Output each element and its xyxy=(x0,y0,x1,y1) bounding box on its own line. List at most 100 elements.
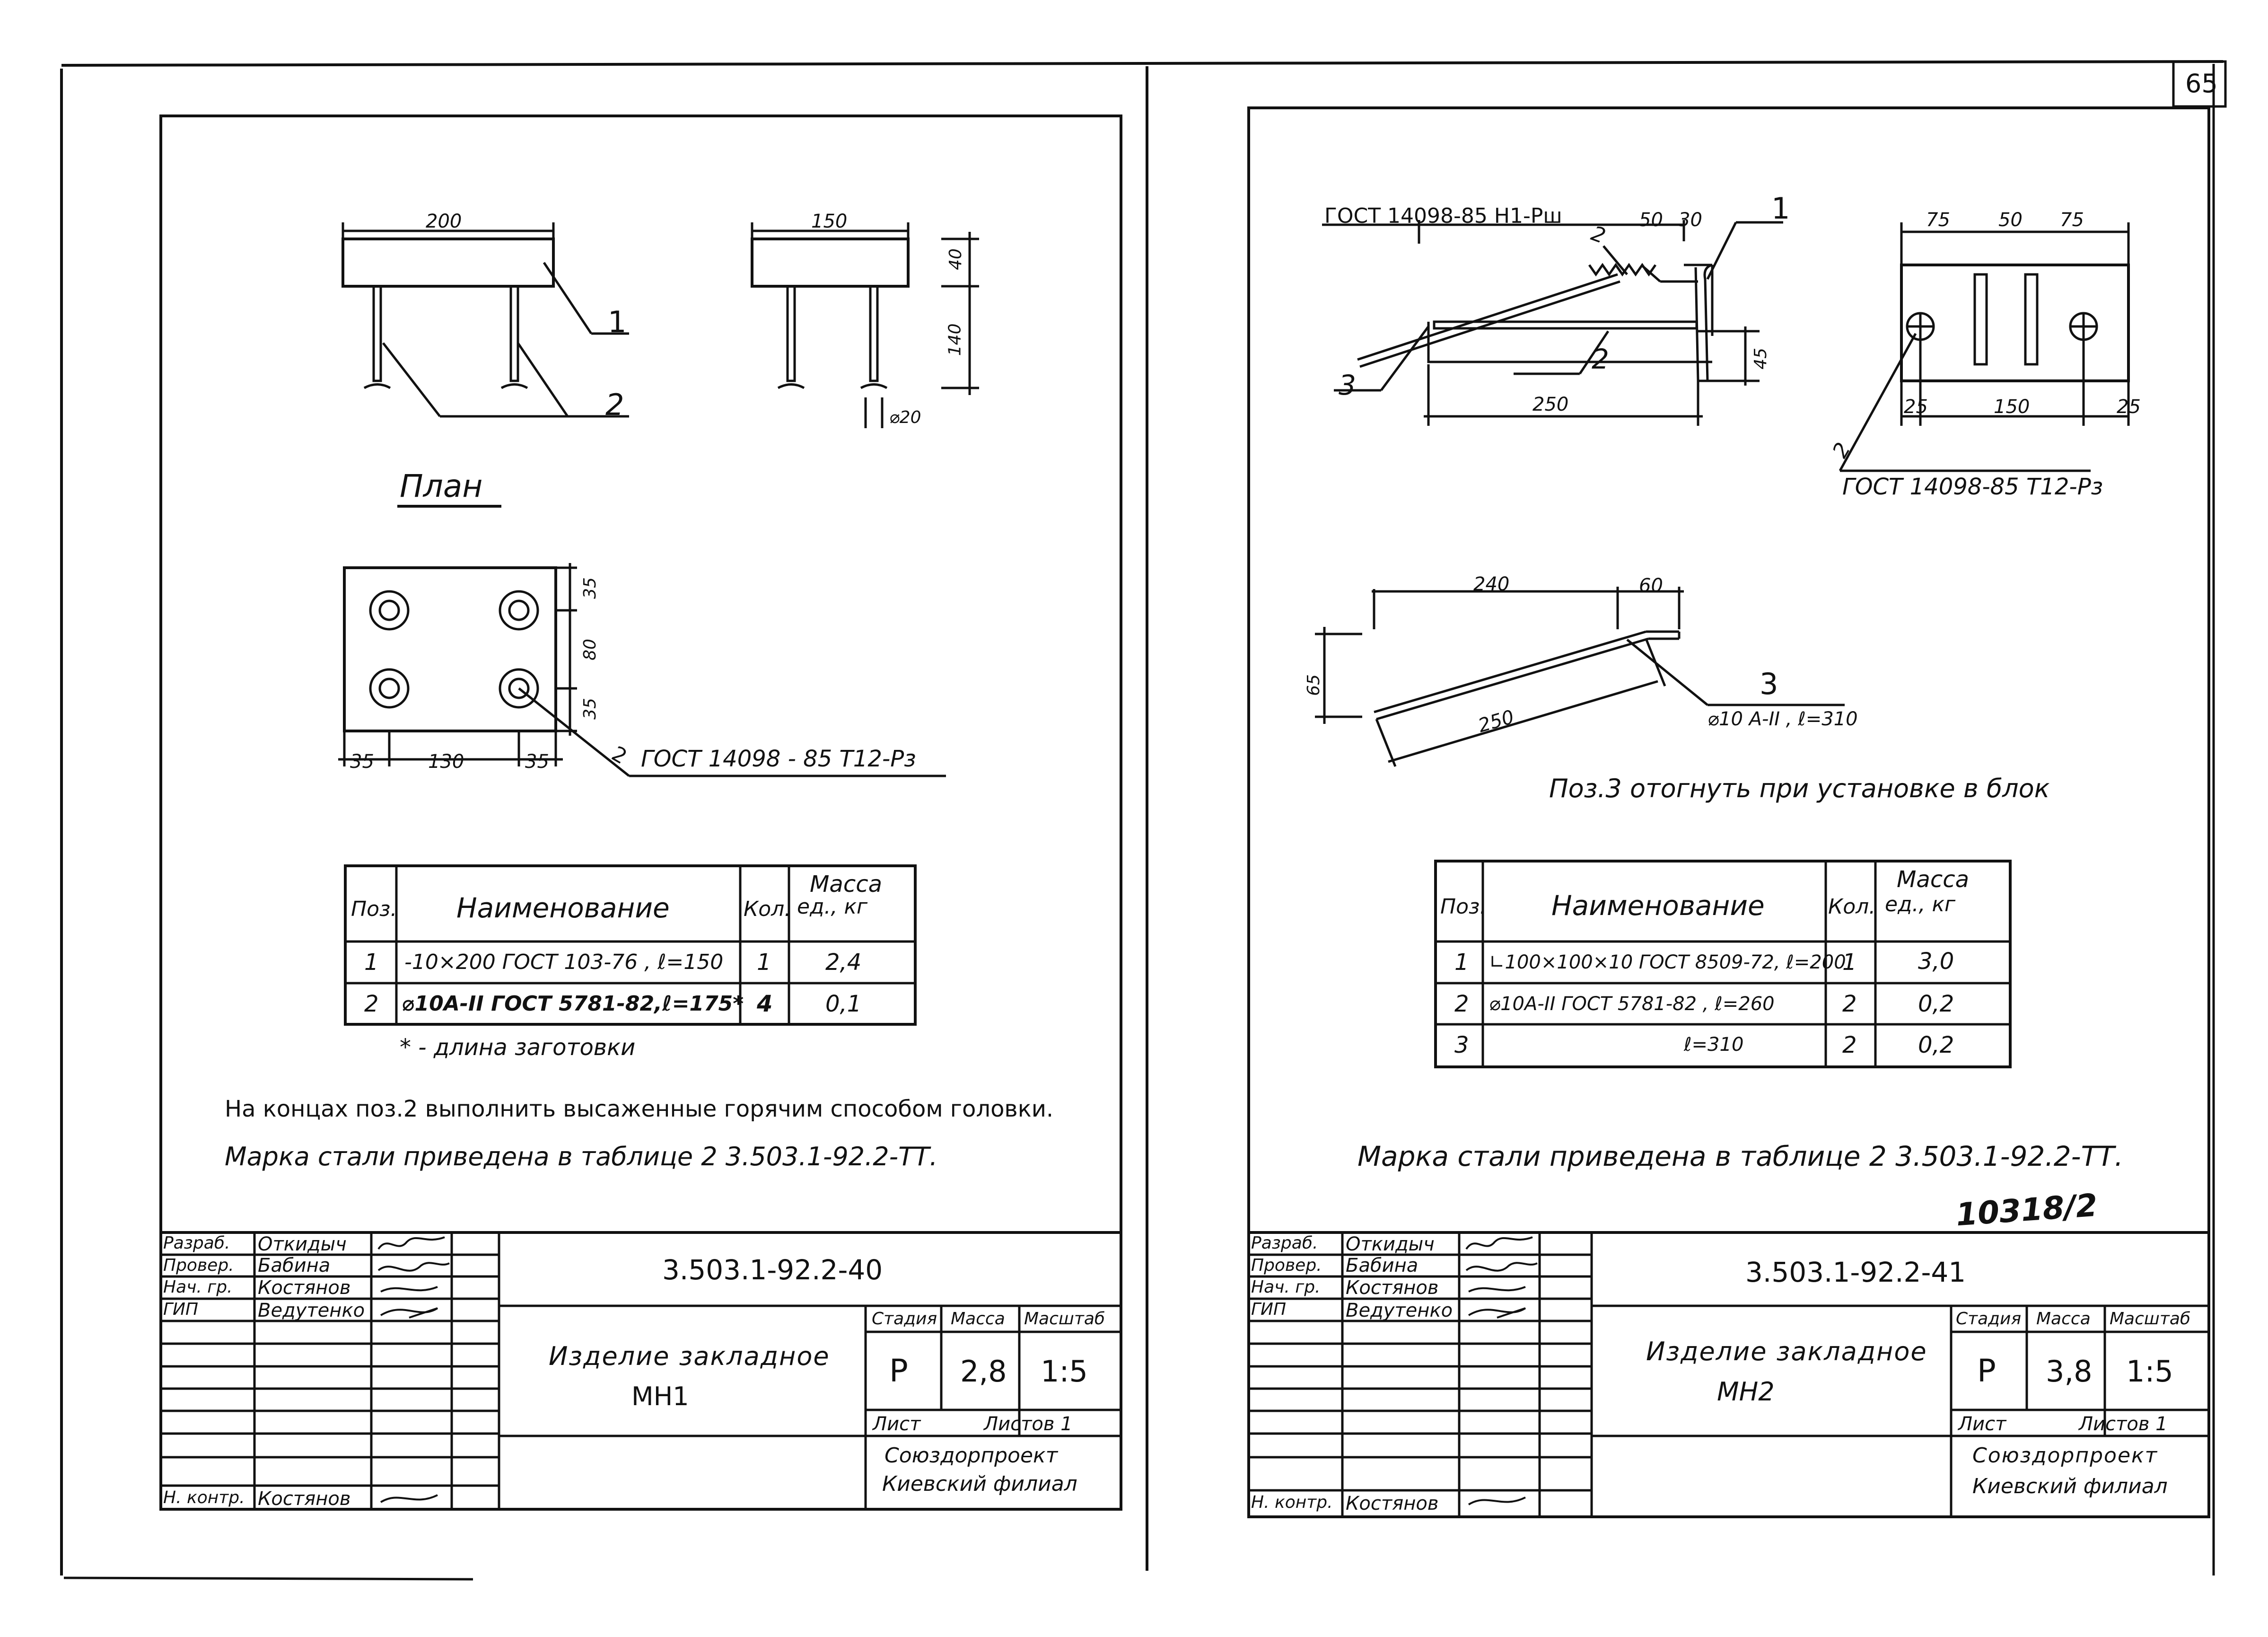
tb-mass-label: Масса xyxy=(951,1309,1005,1329)
spec-header-pos: Поз. xyxy=(1440,895,1487,919)
tb-scale-label: Масштаб xyxy=(2110,1309,2191,1329)
tb-branch: Киевский филиал xyxy=(1972,1474,2168,1498)
dim-50-middle: 50 xyxy=(1998,209,2023,231)
plan-gost-label: ГОСТ 14098 - 85 Т12-Рз xyxy=(641,746,916,772)
tb-scale-value: 1:5 xyxy=(2126,1354,2173,1389)
dim-60: 60 xyxy=(1639,575,1663,597)
spec-row-1-pos: 1 xyxy=(1454,949,1469,976)
tb-role-norm-control: Н. контр. xyxy=(1251,1493,1333,1512)
tb-role-group-head: Нач. гр. xyxy=(163,1277,233,1297)
tb-scale-value: 1:5 xyxy=(1041,1354,1088,1389)
spec-row-3-mass: 0,2 xyxy=(1918,1032,1954,1058)
spec-header-name: Наименование xyxy=(1551,889,1765,922)
page-number: 65 xyxy=(2185,69,2218,98)
tb-sheets-label: Листов 1 xyxy=(2079,1413,2168,1435)
tb-branch: Киевский филиал xyxy=(882,1472,1077,1496)
tb-role-group-head: Нач. гр. xyxy=(1251,1277,1321,1297)
dim-plan-35-right: 35 xyxy=(525,751,549,773)
tb-name-checker: Бабина xyxy=(1346,1255,1419,1276)
spec-header-qty: Кол. xyxy=(1828,895,1876,919)
spec-footnote: * - длина заготовки xyxy=(400,1034,636,1061)
note-steel-grade: Марка стали приведена в таблице 2 3.503.… xyxy=(225,1142,938,1171)
tb-title-line1: Изделие закладное xyxy=(1646,1337,1927,1366)
handwritten-number: 10318/2 xyxy=(1954,1187,2099,1233)
tb-name-norm-control: Костянов xyxy=(258,1488,351,1510)
note-heads: На концах поз.2 выполнить высаженные гор… xyxy=(225,1096,1054,1122)
spec-row-3-name: ℓ=310 xyxy=(1684,1034,1744,1056)
spec-row-2-mass: 0,1 xyxy=(825,991,862,1017)
tb-name-chief-engineer: Ведутенко xyxy=(1346,1300,1453,1321)
tb-document-code: 3.503.1-92.2-41 xyxy=(1745,1256,1966,1288)
dim-diameter-20: ⌀20 xyxy=(889,408,921,427)
spec-row-2-mass: 0,2 xyxy=(1918,991,1954,1017)
dim-plan-130: 130 xyxy=(428,751,464,773)
dim-plan-80: 80 xyxy=(580,639,600,660)
spec-row-1-qty: 1 xyxy=(757,949,771,976)
bend-note: Поз.3 отогнуть при установке в блок xyxy=(1549,774,2050,803)
dim-width-200: 200 xyxy=(426,211,462,232)
dim-45: 45 xyxy=(1751,348,1770,370)
spec-header-mass: Масса xyxy=(1897,866,1970,893)
tb-document-code: 3.503.1-92.2-40 xyxy=(662,1254,883,1286)
tb-stage-value: Р xyxy=(1977,1353,1996,1389)
spec-header-pos: Поз. xyxy=(351,897,397,921)
dim-30: 30 xyxy=(1678,209,1702,231)
tb-sheet-label: Лист xyxy=(1958,1413,2006,1435)
tb-stage-label: Стадия xyxy=(872,1309,937,1329)
tb-stage-label: Стадия xyxy=(1956,1309,2022,1329)
spec-row-1-name: ∟100×100×10 ГОСТ 8509-72, ℓ=200 xyxy=(1489,951,1846,973)
detail-bar-spec: ⌀10 А-II , ℓ=310 xyxy=(1708,708,1858,730)
tb-title-line2: МН1 xyxy=(631,1382,689,1411)
dim-50: 50 xyxy=(1639,209,1663,231)
dim-plan-35-top: 35 xyxy=(580,577,600,599)
spec-row-2-name: ⌀10А-II ГОСТ 5781-82,ℓ=175* xyxy=(402,992,744,1016)
tb-role-checker: Провер. xyxy=(163,1256,234,1275)
tb-role-norm-control: Н. контр. xyxy=(163,1488,245,1507)
dim-plan-35-left: 35 xyxy=(350,751,374,773)
tb-name-checker: Бабина xyxy=(258,1255,331,1276)
spec-header-name: Наименование xyxy=(456,892,670,924)
spec-row-1-mass: 2,4 xyxy=(825,949,862,976)
tb-role-chief-engineer: ГИП xyxy=(1251,1300,1287,1319)
callout-bar-3: 3 xyxy=(1339,369,1356,401)
spec-row-1-qty: 1 xyxy=(1842,949,1857,976)
tb-sheets-label: Листов 1 xyxy=(984,1413,1073,1435)
dim-240: 240 xyxy=(1473,573,1510,595)
plan-title: План xyxy=(400,468,483,504)
dim-height-140: 140 xyxy=(945,323,965,356)
tb-stage-value: Р xyxy=(889,1353,908,1389)
spec-row-1-name: -10×200 ГОСТ 103-76 , ℓ=150 xyxy=(404,950,724,974)
callout-bar-2: 2 xyxy=(1592,343,1609,375)
tb-role-developer: Разраб. xyxy=(1251,1233,1318,1253)
tb-scale-label: Масштаб xyxy=(1024,1309,1105,1329)
tb-sheet-label: Лист xyxy=(873,1413,921,1435)
dim-75-left: 75 xyxy=(1926,209,1950,231)
dim-65: 65 xyxy=(1304,674,1323,696)
spec-row-1-mass: 3,0 xyxy=(1918,948,1954,975)
spec-row-1-pos: 1 xyxy=(364,949,379,976)
tb-name-chief-engineer: Ведутенко xyxy=(258,1300,365,1321)
spec-row-3-qty: 2 xyxy=(1842,1032,1857,1058)
tb-name-developer: Откидыч xyxy=(258,1233,347,1255)
dim-25-left: 25 xyxy=(1904,396,1928,418)
signatures xyxy=(377,1236,1538,1505)
tb-organization: Союздорпроект xyxy=(1972,1443,2158,1468)
dim-plan-35-bottom: 35 xyxy=(580,698,600,720)
tb-name-group-head: Костянов xyxy=(1346,1277,1439,1299)
spec-row-3-pos: 3 xyxy=(1454,1032,1469,1058)
spec-row-2-pos: 2 xyxy=(1454,991,1469,1017)
tb-title-line2: МН2 xyxy=(1717,1377,1775,1407)
gost-top-label: ГОСТ 14098-85 Н1-Рш xyxy=(1324,204,1562,228)
callout-pos-1: 1 xyxy=(608,305,627,339)
dim-75-right: 75 xyxy=(2060,209,2084,231)
tb-title-line1: Изделие закладное xyxy=(549,1341,830,1371)
note-steel-grade: Марка стали приведена в таблице 2 3.503.… xyxy=(1357,1140,2123,1172)
dim-250: 250 xyxy=(1532,394,1569,415)
tb-mass-value: 3,8 xyxy=(2046,1354,2093,1389)
spec-header-mass: Масса xyxy=(810,871,883,898)
tb-organization: Союздорпроект xyxy=(884,1443,1058,1468)
dim-height-40: 40 xyxy=(946,248,965,270)
tb-name-norm-control: Костянов xyxy=(1346,1493,1439,1514)
